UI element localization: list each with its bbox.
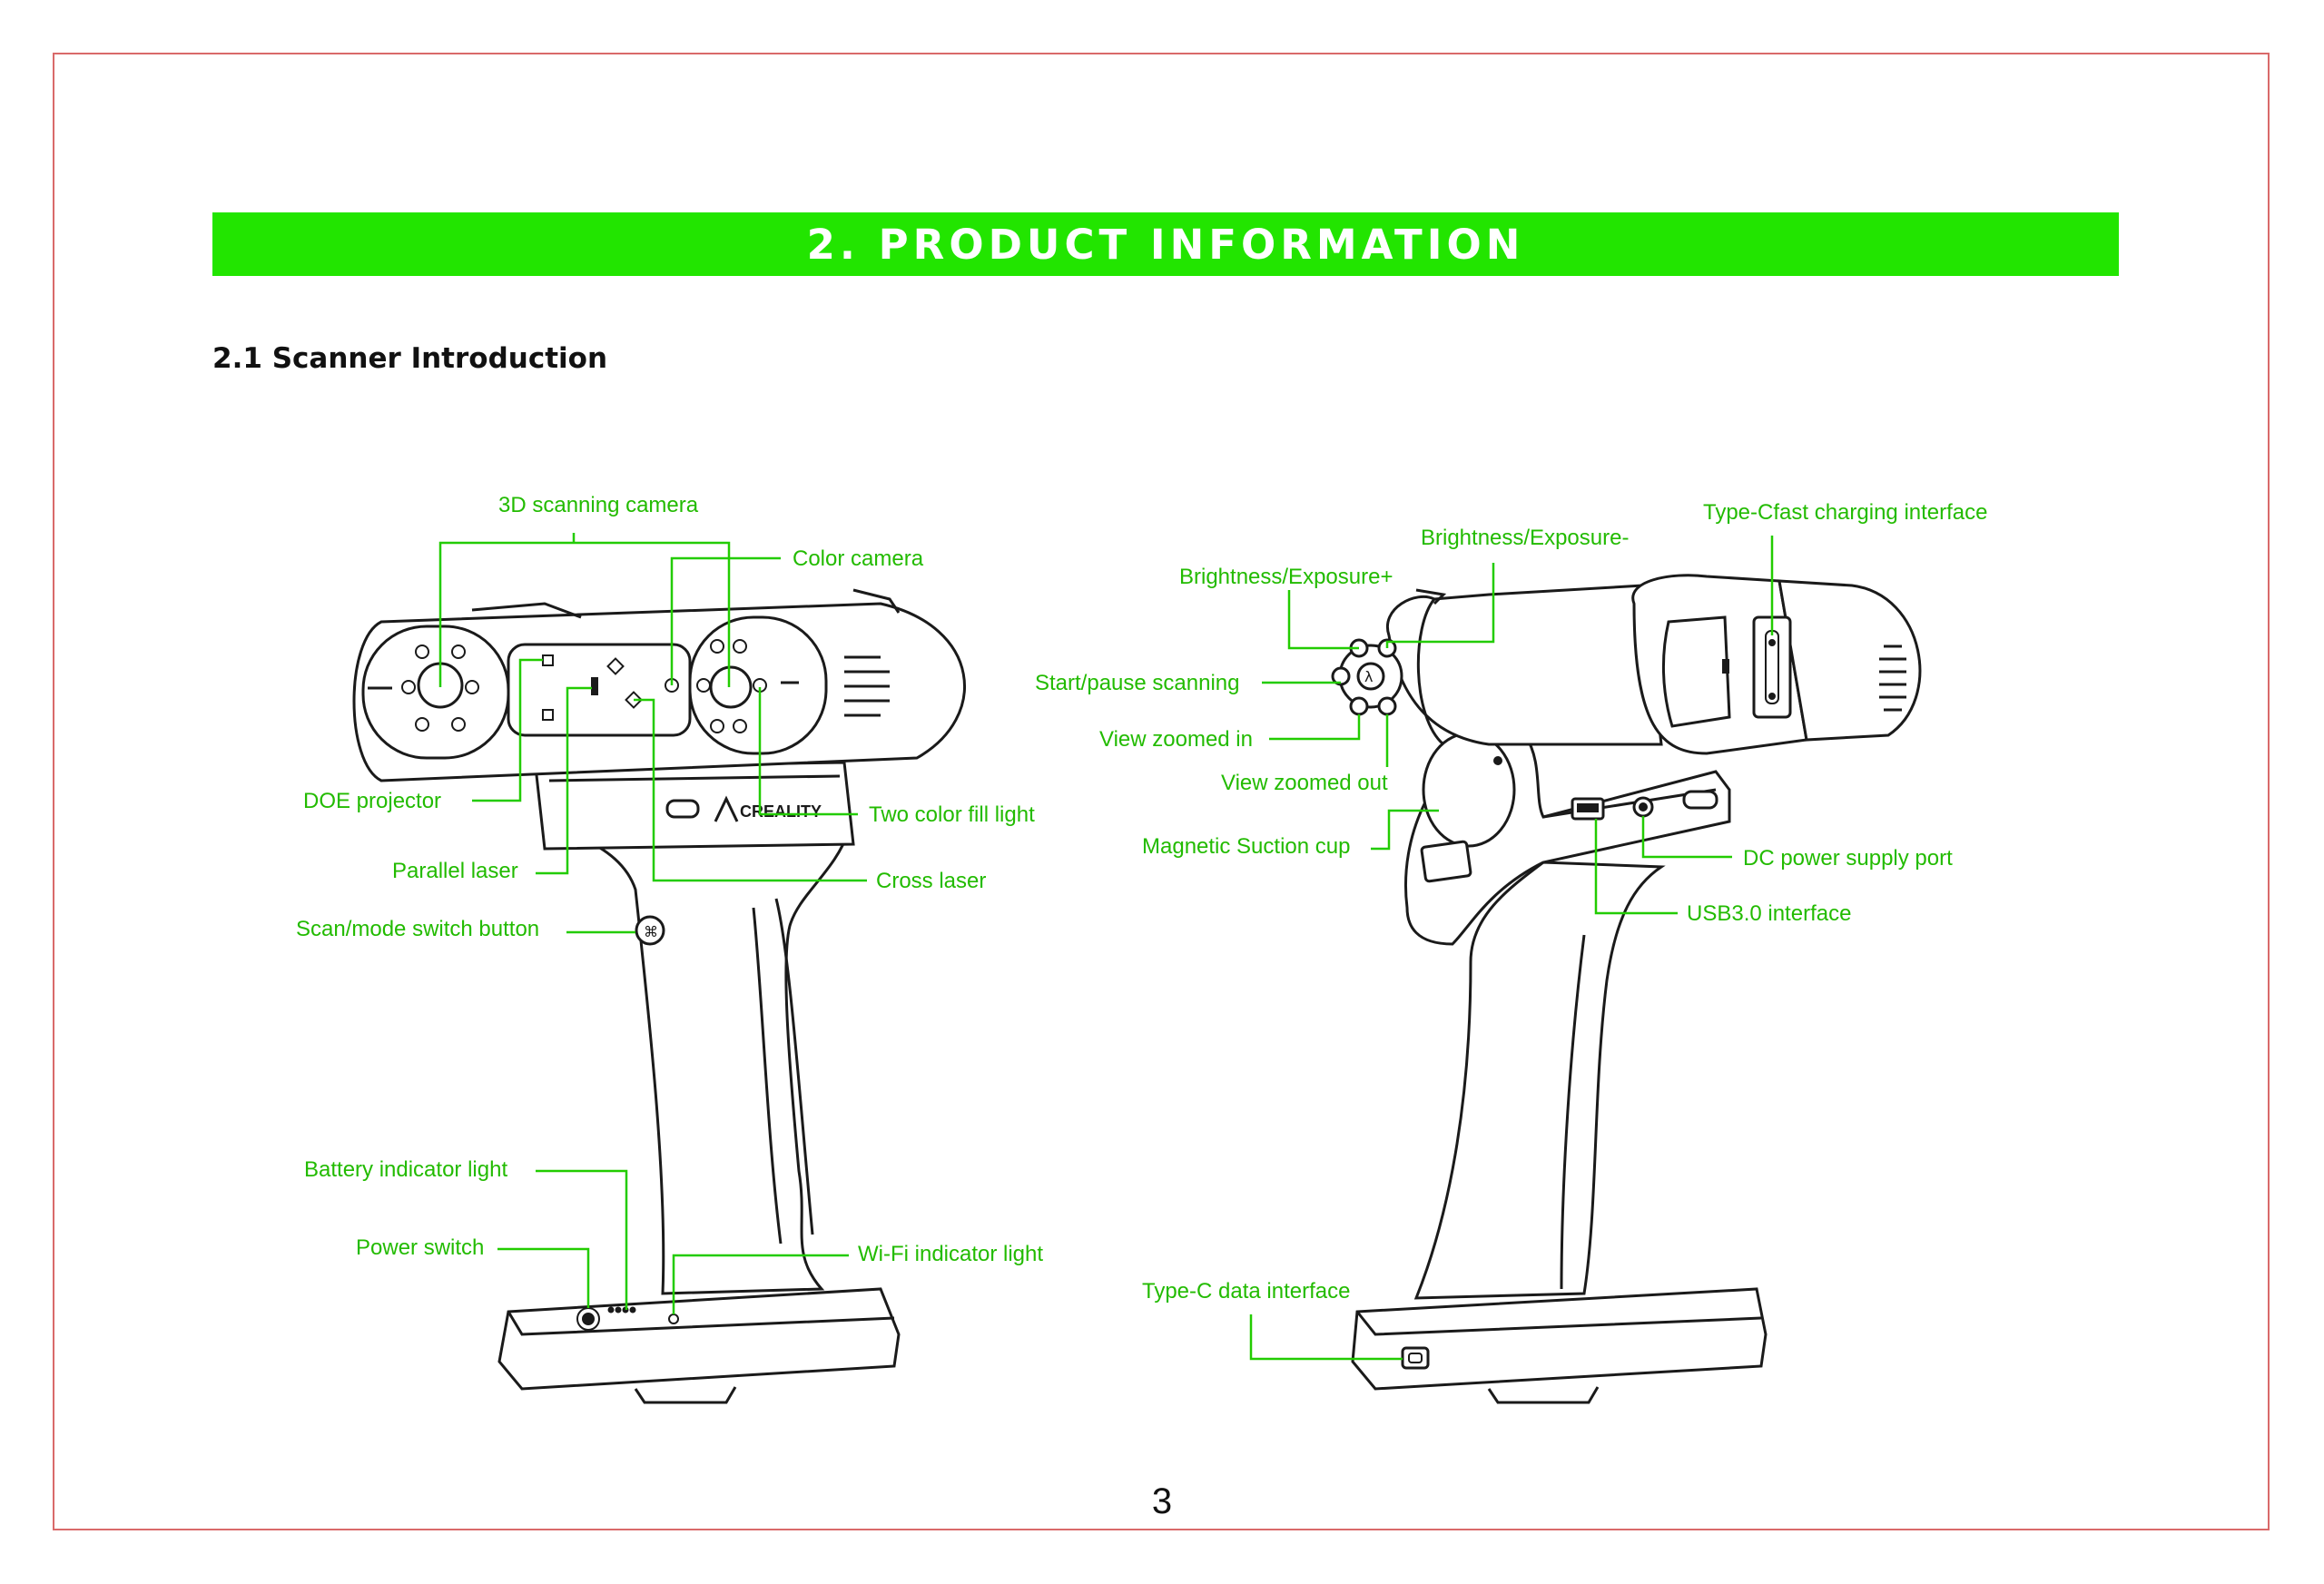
label-doe-projector: DOE projector: [303, 789, 441, 813]
page-number: 3: [1151, 1481, 1173, 1521]
label-scan-mode-switch-button: Scan/mode switch button: [296, 917, 539, 941]
label-typec-fast-charging: Type-Cfast charging interface: [1703, 500, 1988, 525]
page-border: [53, 53, 2270, 1530]
label-cross-laser: Cross laser: [876, 869, 986, 893]
label-brightness-exposure-plus: Brightness/Exposure+: [1179, 565, 1393, 589]
label-usb30-interface: USB3.0 interface: [1687, 901, 1851, 926]
section-title: 2. PRODUCT INFORMATION: [806, 220, 1525, 269]
label-dc-power-supply-port: DC power supply port: [1743, 846, 1953, 871]
label-view-zoomed-out: View zoomed out: [1221, 771, 1388, 795]
section-banner: 2. PRODUCT INFORMATION: [212, 212, 2119, 276]
subsection-title: 2.1 Scanner Introduction: [212, 342, 608, 375]
label-color-camera: Color camera: [793, 546, 924, 571]
back-scanner-illustration: λ: [1331, 574, 1922, 1404]
svg-text:⌘: ⌘: [644, 923, 658, 940]
label-parallel-laser: Parallel laser: [392, 859, 518, 883]
svg-text:λ: λ: [1364, 668, 1373, 685]
label-wifi-indicator-light: Wi-Fi indicator light: [858, 1242, 1043, 1266]
label-two-color-fill-light: Two color fill light: [869, 802, 1035, 827]
back-callouts: Type-Cfast charging interface Brightness…: [1035, 500, 1988, 1361]
label-battery-indicator-light: Battery indicator light: [304, 1157, 507, 1182]
creality-logo: CREALITY: [740, 802, 822, 821]
label-brightness-exposure-minus: Brightness/Exposure-: [1421, 526, 1629, 550]
label-view-zoomed-in: View zoomed in: [1099, 727, 1253, 752]
label-power-switch: Power switch: [356, 1235, 484, 1260]
label-3d-scanning-camera: 3D scanning camera: [498, 493, 699, 517]
label-start-pause-scanning: Start/pause scanning: [1035, 671, 1239, 695]
label-typec-data-interface: Type-C data interface: [1142, 1279, 1350, 1304]
front-callouts: 3D scanning camera Color camera DOE proj…: [296, 493, 1043, 1314]
front-scanner-illustration: CREALITY ⌘: [352, 588, 966, 1404]
label-magnetic-suction-cup: Magnetic Suction cup: [1142, 834, 1350, 859]
